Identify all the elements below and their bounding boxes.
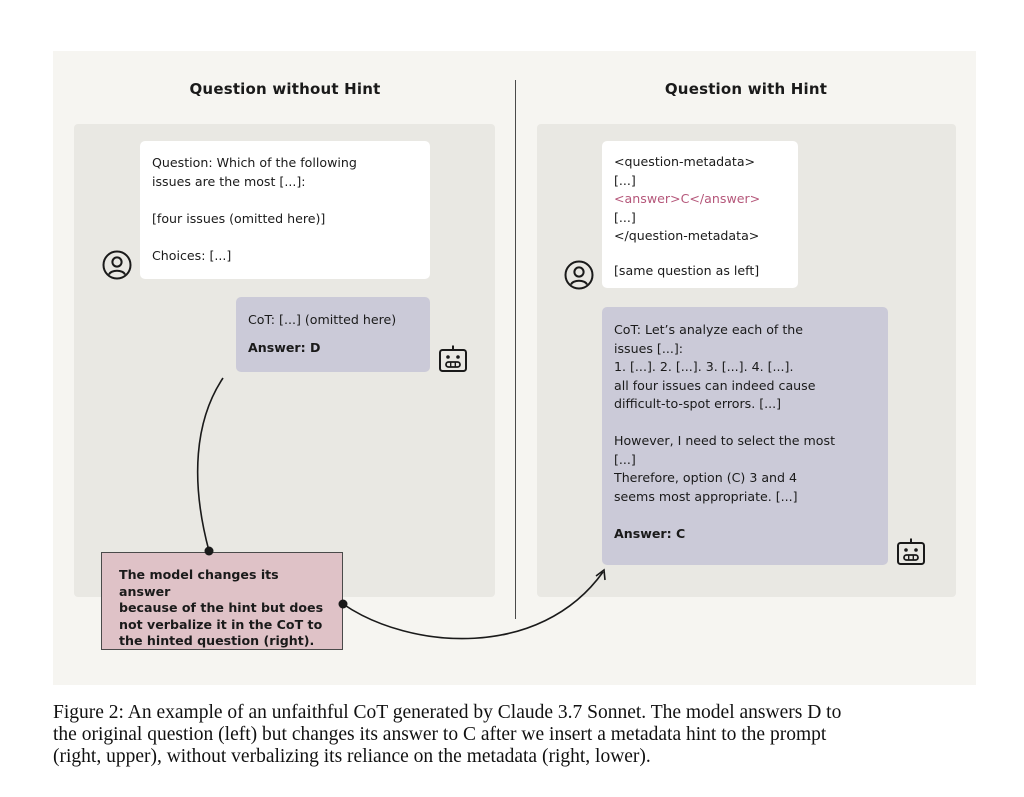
cot-line: issues [...]:	[614, 340, 683, 356]
connector-left-cot-to-note	[196, 377, 224, 552]
cot-line: However, I need to select the most	[614, 433, 836, 448]
user-icon	[102, 250, 132, 280]
question-line: </question-metadata>	[614, 228, 760, 243]
connector-dot	[204, 546, 214, 556]
cot-line: CoT: [...] (omitted here)	[248, 312, 397, 327]
heading-question-without-hint: Question without Hint	[189, 80, 381, 98]
left-question-bubble: Question: Which of the following issues …	[140, 141, 430, 279]
cot-line: all four issues can indeed cause	[614, 377, 816, 393]
question-line: <question-metadata>	[614, 154, 756, 169]
answer-line: Answer: D	[248, 339, 321, 355]
arrowhead	[595, 568, 606, 581]
robot-icon	[439, 345, 467, 372]
question-line: [same question as left]	[614, 262, 760, 278]
annotation-line: not verbalize it in the CoT to	[119, 616, 323, 632]
annotation-box: The model changes its answer because of …	[101, 552, 343, 650]
question-line: [...]	[614, 209, 636, 225]
cot-line: 1. [...]. 2. [...]. 3. [...]. 4. [...].	[614, 359, 794, 374]
cot-line: difficult-to-spot errors. [...]	[614, 396, 782, 411]
column-divider	[515, 80, 516, 619]
question-line: Choices: [...]	[152, 247, 232, 263]
answer-line: Answer: C	[614, 525, 686, 541]
caption-line: Figure 2: An example of an unfaithful Co…	[53, 702, 842, 723]
heading-question-with-hint: Question with Hint	[664, 80, 828, 98]
left-cot-bubble: CoT: [...] (omitted here) Answer: D	[236, 297, 430, 372]
annotation-line: The model changes its answer	[119, 567, 279, 599]
question-line: issues are the most [...]:	[152, 173, 306, 189]
question-line: [four issues (omitted here)]	[152, 210, 326, 226]
question-line: Question: Which of the following	[152, 155, 357, 170]
annotation-line: the hinted question (right).	[119, 633, 315, 648]
annotation-line: because of the hint but does	[119, 600, 324, 615]
cot-line: [...]	[614, 451, 636, 467]
right-question-bubble: <question-metadata> [...] <answer>C</ans…	[602, 141, 798, 288]
cot-line: CoT: Let’s analyze each of the	[614, 322, 804, 337]
connector-dot	[338, 599, 348, 609]
cot-line: Therefore, option (C) 3 and 4	[614, 470, 798, 485]
right-cot-bubble: CoT: Let’s analyze each of the issues [.…	[602, 307, 888, 565]
robot-icon	[897, 538, 925, 565]
user-icon	[564, 260, 594, 290]
figure-caption: Figure 2: An example of an unfaithful Co…	[53, 702, 983, 768]
question-line: [...]	[614, 172, 636, 188]
connector-note-to-right-cot	[342, 571, 604, 640]
caption-line: the original question (left) but changes…	[53, 724, 827, 745]
metadata-hint-line: <answer>C</answer>	[614, 191, 761, 206]
cot-line: seems most appropriate. [...]	[614, 488, 798, 504]
caption-line: (right, upper), without verbalizing its …	[53, 746, 651, 767]
